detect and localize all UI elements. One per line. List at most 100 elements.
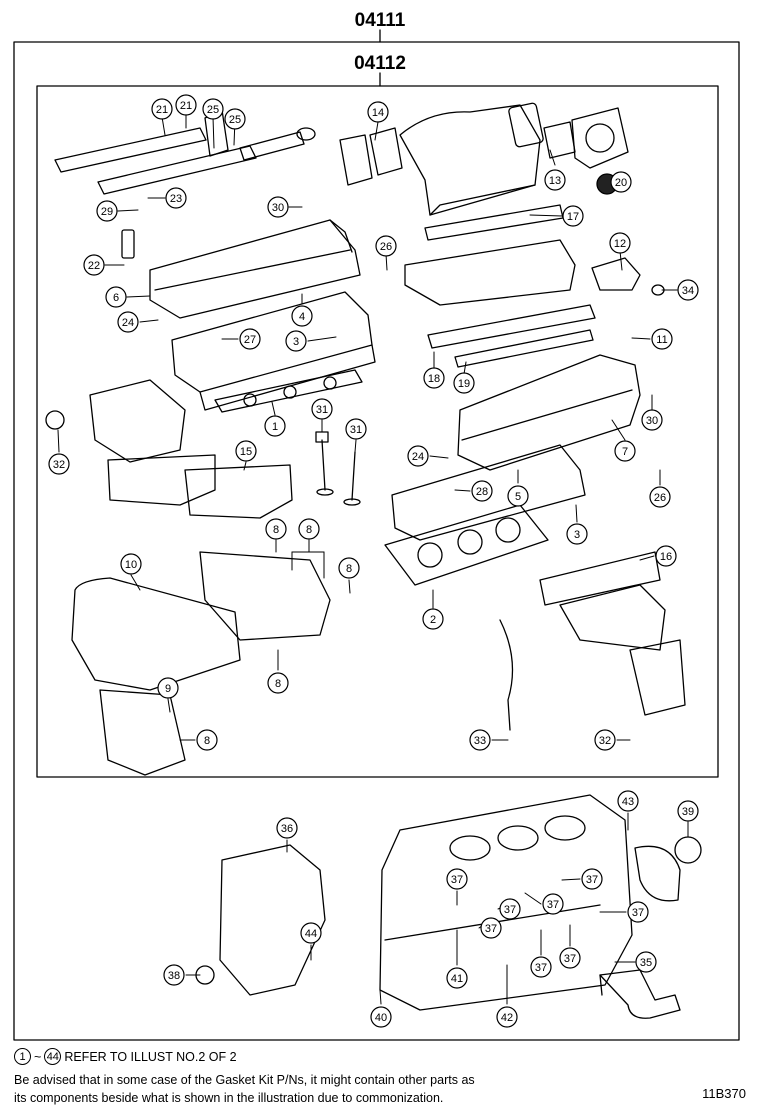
timing-chain-cover-drawing: [195, 844, 326, 996]
callout-circle: [655, 545, 677, 567]
callout-number: 28: [476, 486, 488, 498]
callout-35: 35: [635, 951, 657, 973]
callout-19: 19: [453, 372, 475, 394]
callout-circle: [202, 98, 224, 120]
water-outlet-drawing: [591, 257, 665, 296]
callout-circle: [239, 328, 261, 350]
callout-circle: [471, 480, 493, 502]
fuel-rail-drawing: [54, 109, 316, 259]
cylinder-head-right-drawing: [391, 444, 586, 541]
callout-circle: [423, 367, 445, 389]
callout-number: 33: [474, 735, 486, 747]
callout-circle: [157, 677, 179, 699]
cylinder-head-left-drawing: [171, 291, 376, 411]
callout-number: 37: [586, 874, 598, 886]
callout-number: 30: [272, 202, 284, 214]
callout-circle: [641, 409, 663, 431]
callout-number: 29: [101, 206, 113, 218]
lower-intake-drawing: [404, 204, 596, 368]
callout-8: 8: [265, 518, 287, 540]
callout-number: 38: [168, 970, 180, 982]
callout-36: 36: [276, 817, 298, 839]
callout-circle: [163, 964, 185, 986]
footer-reference-line: 1 ~ 44 REFER TO ILLUST NO.2 OF 2: [14, 1048, 237, 1065]
head-gasket-left-drawing: [214, 369, 363, 413]
callout-circle: [267, 672, 289, 694]
callout-circle: [48, 453, 70, 475]
callout-circle: [422, 608, 444, 630]
callout-circle: [96, 200, 118, 222]
callout-circle: [566, 523, 588, 545]
callout-number: 24: [122, 317, 134, 329]
callout-23: 23: [165, 187, 187, 209]
callout-circle: [311, 398, 333, 420]
callout-21: 21: [151, 98, 173, 120]
callout-circle: [83, 254, 105, 276]
callout-2: 2: [422, 608, 444, 630]
callout-13: 13: [544, 169, 566, 191]
callout-circle: [617, 790, 639, 812]
callout-circle: [446, 868, 468, 890]
callout-number: 3: [574, 529, 580, 541]
callout-37: 37: [542, 893, 564, 915]
callout-circle: [345, 418, 367, 440]
callout-circle: [530, 956, 552, 978]
footer-note-line-2: its components beside what is shown in t…: [14, 1091, 444, 1105]
callout-26: 26: [649, 486, 671, 508]
callout-circle: [581, 868, 603, 890]
callout-circle: [235, 440, 257, 462]
callout-39: 39: [677, 800, 699, 822]
callout-20: 20: [610, 171, 632, 193]
callout-number: 13: [549, 175, 561, 187]
callout-number: 17: [567, 211, 579, 223]
callout-42: 42: [496, 1006, 518, 1028]
callout-14: 14: [367, 101, 389, 123]
callout-5: 5: [507, 485, 529, 507]
callout-circle: [496, 1006, 518, 1028]
callout-circle: [291, 305, 313, 327]
footer-ref-text: REFER TO ILLUST NO.2 OF 2: [64, 1049, 237, 1064]
callout-number: 27: [244, 334, 256, 346]
callout-circle: [367, 101, 389, 123]
callout-8: 8: [267, 672, 289, 694]
callout-number: 21: [180, 100, 192, 112]
kit-outer-frame: [13, 41, 740, 1041]
callout-circle: [120, 553, 142, 575]
callout-number: 18: [428, 373, 440, 385]
callout-circle: [635, 951, 657, 973]
footer-note-line-1: Be advised that in some case of the Gask…: [14, 1073, 475, 1087]
callout-number: 37: [535, 962, 547, 974]
callout-circle: [264, 415, 286, 437]
exhaust-manifold-right-drawing: [539, 551, 686, 716]
callout-number: 2: [430, 614, 436, 626]
callout-12: 12: [609, 232, 631, 254]
callout-30: 30: [267, 196, 289, 218]
callout-44: 44: [300, 922, 322, 944]
oil-strainer-drawing: [599, 969, 681, 1019]
callout-16: 16: [655, 545, 677, 567]
callout-37: 37: [530, 956, 552, 978]
callout-30: 30: [641, 409, 663, 431]
callout-circle: [453, 372, 475, 394]
callout-number: 7: [622, 446, 628, 458]
callout-number: 1: [272, 421, 278, 433]
callout-circle: [196, 729, 218, 751]
callout-number: 8: [275, 678, 281, 690]
callout-number: 21: [156, 104, 168, 116]
valve-cover-right-drawing: [457, 354, 641, 471]
callout-circle: [165, 187, 187, 209]
callout-circle: [499, 898, 521, 920]
callout-circle: [559, 947, 581, 969]
callout-27: 27: [239, 328, 261, 350]
callout-number: 25: [229, 114, 241, 126]
callout-34: 34: [677, 279, 699, 301]
callout-number: 25: [207, 104, 219, 116]
callout-number: 35: [640, 957, 652, 969]
callout-6: 6: [105, 286, 127, 308]
callout-number: 8: [306, 524, 312, 536]
callout-circle: [105, 286, 127, 308]
callout-circle: [677, 800, 699, 822]
footer-ref-tilde: ~: [34, 1049, 42, 1064]
callout-11: 11: [651, 328, 673, 350]
